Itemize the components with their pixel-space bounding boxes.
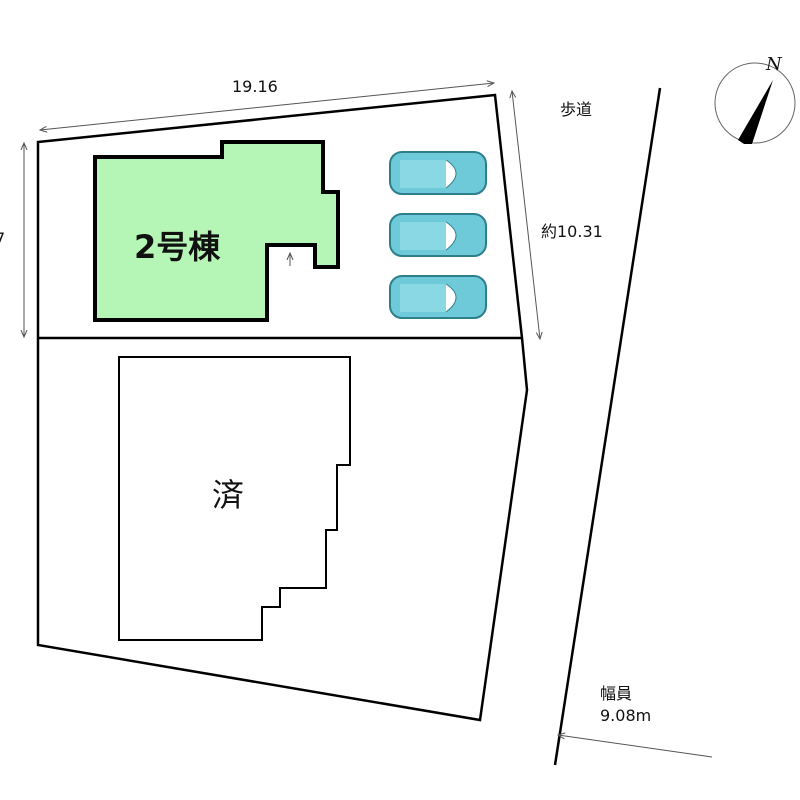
building-2-label: 2号棟 [134, 228, 221, 266]
sidewalk-label: 歩道 [560, 100, 593, 119]
road-width-value: 9.08m [600, 706, 652, 725]
compass-north-label: N [766, 54, 782, 75]
road-width-label: 幅員 [600, 684, 633, 703]
left-depth-label: 7 [0, 229, 6, 248]
road-width-arrow [558, 735, 713, 758]
car-icon [389, 151, 487, 195]
compass-icon [714, 62, 796, 144]
road-edge [553, 87, 662, 766]
car-icon [389, 213, 487, 257]
building-2-outline [93, 140, 340, 322]
right-depth-label: 約10.31 [541, 222, 603, 241]
entrance [269, 247, 313, 267]
top-width-label: 19.16 [232, 77, 278, 96]
sold-building-label: 済 [212, 476, 245, 514]
right-dimension-arrow [512, 91, 540, 339]
top-dimension-arrow [40, 83, 494, 130]
sold-building-outline [118, 356, 351, 641]
car-icon [389, 275, 487, 319]
